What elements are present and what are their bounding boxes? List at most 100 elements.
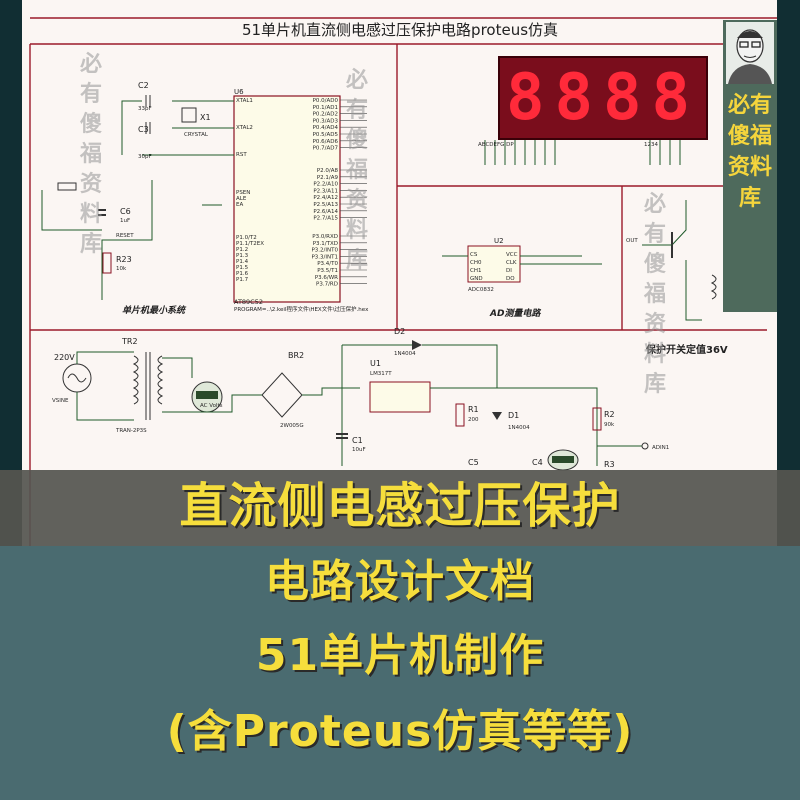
mcu-pin-left: P1.1/T2EX — [236, 241, 264, 247]
position-pin-label: 1234 — [644, 142, 658, 148]
u1-label: U1 — [370, 359, 381, 368]
r23-label: R23 — [116, 255, 132, 264]
min-system-circuit: C2 33pF C3 30pF X1 CRYSTAL C6 1uF R23 10… — [41, 81, 234, 316]
adc-pin-di: DI — [506, 268, 512, 274]
c1-label: C1 — [352, 436, 363, 445]
r1-label: R1 — [468, 405, 479, 414]
transformer-part: TRAN-2P3S — [115, 428, 147, 434]
adc-pin-ch1: CH1 — [470, 268, 481, 274]
mcu-pin-right: P0.5/AD5 — [313, 132, 339, 138]
watermark-mid: 必有傻福资料库 — [345, 68, 368, 273]
badge-text: 必有傻福资料库 — [727, 93, 772, 211]
adc-pin-vcc: VCC — [506, 252, 518, 258]
mcu-pin-right: P0.0/AD0 — [313, 98, 339, 104]
d1-label: D1 — [508, 411, 519, 420]
mcu-pin-left: PSEN — [236, 190, 250, 196]
transformer-label: TR2 — [121, 337, 138, 346]
mcu-pin-right: P3.0/RXD — [312, 234, 338, 240]
power-circuit: 220V VSINE TR2 TRAN-2P3S AC Volts BR2 2W… — [52, 327, 669, 471]
d2-part: 1N4004 — [394, 351, 416, 357]
r23-value: 10k — [116, 266, 127, 272]
mcu-u6: U6 AT89C52 PROGRAM=..\2.keil程序文件\HEX文件\过… — [233, 88, 369, 313]
mcu-pin-left: ALE — [236, 196, 247, 202]
mcu-pin-right: P3.5/T1 — [317, 268, 338, 274]
adc-label: AD测量电路 — [489, 308, 541, 319]
adin-label: ADIN1 — [652, 445, 669, 451]
reset-label: RESET — [116, 233, 134, 239]
adc-pin-do: DO — [506, 276, 515, 282]
display-digits: 8888 — [505, 61, 701, 135]
mcu-pin-left: P1.2 — [236, 247, 248, 253]
headline-line3: 51单片机制作 — [255, 630, 545, 681]
mcu-pin-right: P3.2/INT0 — [311, 248, 338, 254]
display-wires: ABCDEFG DP 1234 — [478, 140, 681, 165]
mcu-pin-left: XTAL1 — [236, 98, 253, 104]
mcu-pin-right: P0.7/AD7 — [313, 146, 339, 152]
c5-label: C5 — [468, 458, 479, 467]
mcu-pin-left: RST — [236, 152, 247, 158]
mcu-pin-left: P1.6 — [236, 271, 249, 277]
schematic-title: 51单片机直流侧电感过压保护电路proteus仿真 — [242, 21, 558, 39]
section-frame — [29, 17, 777, 800]
mcu-pin-right: P3.6/WR — [315, 275, 338, 281]
mcu-pin-right: P2.6/A14 — [313, 209, 338, 215]
headline-banner — [0, 470, 800, 546]
mcu-pin-right: P3.4/T0 — [317, 261, 338, 267]
adc-pin-ch0: CH0 — [470, 260, 482, 266]
crystal-label: CRYSTAL — [184, 132, 209, 138]
mcu-pin-right: P0.2/AD2 — [313, 112, 338, 118]
schematic-canvas: 51单片机直流侧电感过压保护电路proteus仿真 U6 AT89C52 PRO… — [29, 17, 777, 800]
c6-label: C6 — [120, 207, 131, 216]
protect-out-label: OUT — [626, 238, 638, 244]
mcu-ref: U6 — [234, 88, 244, 96]
mcu-pin-right: P3.3/INT1 — [311, 254, 338, 260]
mcu-pin-left: P1.0/T2 — [236, 235, 257, 241]
headline-line4: (含Proteus仿真等等) — [166, 706, 634, 757]
mcu-pin-right: P0.3/AD3 — [313, 118, 339, 124]
adc-u2: U2 CS CH0 CH1 GND VCC CLK DI DO ADC0832 … — [442, 237, 602, 319]
lower-panel — [0, 546, 800, 800]
r1-value: 200 — [468, 417, 479, 423]
mcu-pin-right: P2.2/A10 — [313, 182, 338, 188]
brand-badge: 必有傻福资料库 — [723, 20, 777, 312]
c1-value: 10uF — [352, 447, 366, 453]
vsource-voltage: 220V — [54, 353, 75, 362]
c6-value: 1uF — [120, 218, 130, 224]
bridge-part: 2W005G — [280, 423, 304, 429]
mcu-pin-right: P0.6/AD6 — [313, 139, 339, 145]
u1-part: LM317T — [370, 371, 392, 377]
headline-line1: 直流侧电感过压保护 — [179, 478, 621, 534]
mcu-pin-right: P2.3/A11 — [313, 188, 338, 194]
watermark-right: 必有傻福资料库 — [643, 192, 666, 397]
c2-label: C2 — [138, 81, 149, 90]
protect-label: 保护开关定值36V — [645, 343, 728, 356]
d1-part: 1N4004 — [508, 425, 530, 431]
adc-part: ADC0832 — [468, 287, 494, 293]
c4-label: C4 — [532, 458, 543, 467]
c2-value: 33pF — [138, 106, 152, 112]
r2-label: R2 — [604, 410, 615, 419]
adc-pin-clk: CLK — [506, 260, 517, 266]
c3-value: 30pF — [138, 154, 152, 160]
mcu-pin-right: P0.1/AD1 — [313, 105, 338, 111]
d2-label: D2 — [394, 327, 405, 336]
segment-pin-label: ABCDEFG DP — [478, 142, 514, 148]
mcu-pin-right: P2.7/A15 — [313, 216, 338, 222]
mcu-pin-left: XTAL2 — [236, 125, 253, 131]
mcu-part: AT89C52 — [234, 298, 263, 306]
vsource-label: VSINE — [52, 398, 69, 404]
mcu-pin-left: P1.5 — [236, 265, 249, 271]
headline-line2: 电路设计文档 — [265, 556, 535, 607]
watermark-left: 必有傻福资料库 — [79, 52, 102, 257]
c3-label: C3 — [138, 125, 149, 134]
adc-pin-cs: CS — [470, 252, 478, 258]
mcu-pin-right: P3.1/TXD — [313, 241, 338, 247]
adc-ref: U2 — [494, 237, 504, 245]
seven-segment-display: 8888 — [498, 56, 708, 140]
mcu-pin-right: P0.4/AD4 — [313, 125, 339, 131]
mcu-pin-right: P2.5/A13 — [313, 202, 338, 208]
adc-pin-gnd: GND — [470, 276, 483, 282]
mcu-pin-right: P2.1/A9 — [317, 175, 339, 181]
min-system-label: 单片机最小系统 — [122, 305, 187, 316]
r3-label: R3 — [604, 460, 615, 469]
